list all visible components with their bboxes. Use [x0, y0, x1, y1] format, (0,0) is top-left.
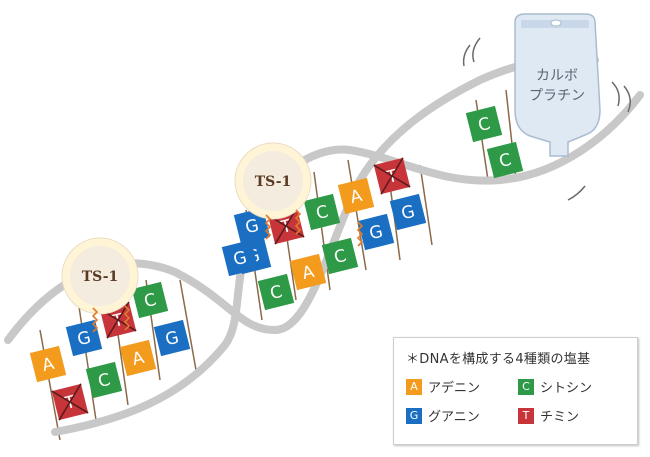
base-block: A: [120, 340, 156, 376]
bag-label-line1: カルボ: [536, 68, 578, 84]
base-legend: ＊DNAを構成する4種類の塩基 A アデニン C シトシン G グアニン T チ…: [393, 337, 638, 445]
legend-item-adenine: A アデニン: [406, 377, 518, 396]
bag-label-line2: プラチン: [529, 88, 585, 104]
ts1-label-2: TS-1: [255, 174, 292, 190]
base-block: G: [154, 320, 190, 356]
ts1-label-1: TS-1: [82, 269, 119, 285]
base-block: C: [132, 282, 168, 318]
legend-item-thymine: T チミン: [518, 406, 630, 425]
base-block: A: [290, 254, 326, 290]
legend-label-adenine: アデニン: [428, 377, 480, 396]
base-block: G: [358, 214, 394, 250]
ts1-drug-2: TS-1: [235, 143, 311, 219]
legend-swatch-guanine: G: [406, 408, 422, 424]
legend-swatch-thymine: T: [518, 408, 534, 424]
legend-label-thymine: チミン: [540, 406, 579, 425]
ts1-drug-1: TS-1: [62, 238, 138, 314]
base-block: C: [487, 142, 523, 178]
base-block: C: [304, 194, 340, 230]
legend-item-cytosine: C シトシン: [518, 377, 630, 396]
base-block: C: [466, 106, 502, 142]
rung-line: [420, 165, 432, 245]
base-block: C: [258, 274, 294, 310]
legend-swatch-cytosine: C: [518, 379, 534, 395]
base-block: G: [66, 320, 102, 356]
legend-title: ＊DNAを構成する4種類の塩基: [406, 348, 627, 367]
legend-item-guanine: G グアニン: [406, 406, 518, 425]
legend-label-guanine: グアニン: [428, 406, 480, 425]
legend-label-cytosine: シトシン: [540, 377, 592, 396]
base-block: T: [52, 384, 88, 420]
legend-swatch-adenine: A: [406, 379, 422, 395]
base-block: A: [30, 346, 66, 382]
